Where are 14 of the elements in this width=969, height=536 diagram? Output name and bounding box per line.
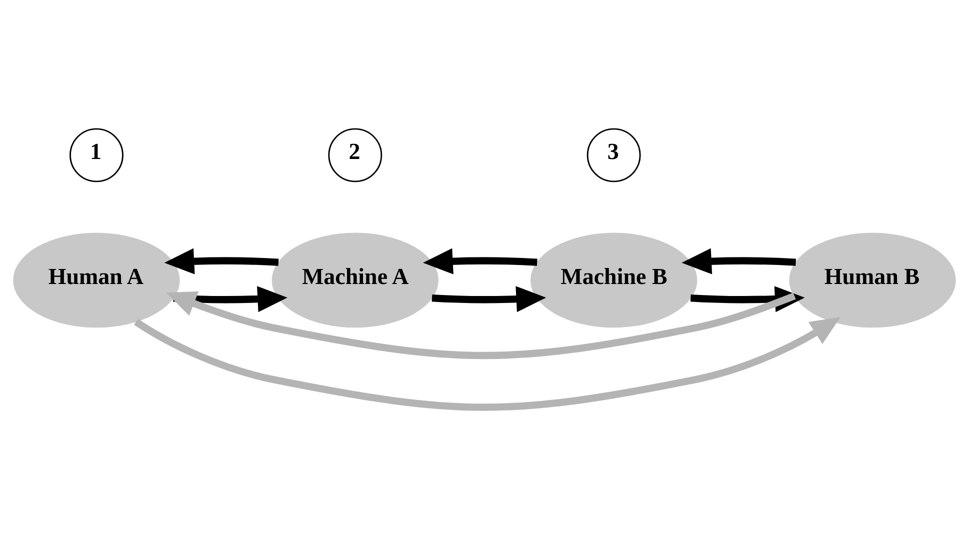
node-circle: 1	[70, 128, 124, 182]
arrow	[682, 248, 796, 274]
node-ellipse: Machine B	[530, 232, 698, 328]
node-circle: 3	[586, 128, 641, 182]
node-ellipse: Human B	[789, 232, 956, 328]
node-ellipse: Human A	[13, 232, 180, 328]
arrow	[423, 248, 538, 274]
arrow	[166, 291, 796, 360]
arrow	[173, 286, 288, 312]
arrow	[164, 248, 279, 274]
node-ellipse: Machine A	[272, 232, 439, 328]
arrow	[432, 286, 546, 312]
node-circle: 2	[328, 128, 382, 182]
arrow	[134, 316, 841, 411]
